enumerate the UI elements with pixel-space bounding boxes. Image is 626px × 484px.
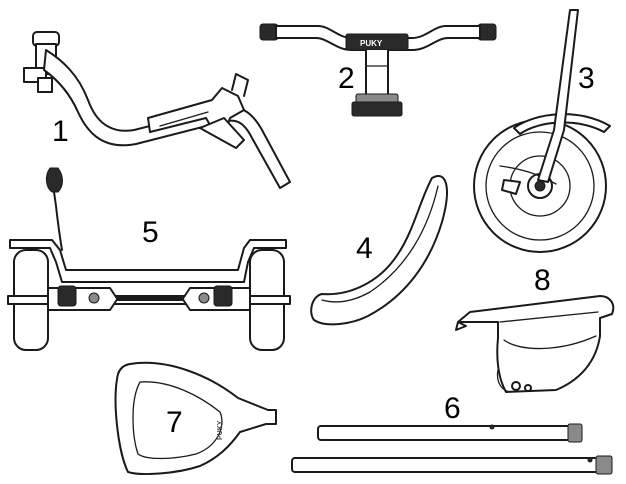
seat-icon [310, 175, 448, 326]
front-wheel-fork-icon [473, 9, 611, 253]
main-frame-icon [23, 31, 291, 189]
part-number-8: 8 [534, 264, 551, 297]
seat-backplate-icon: PUKY [114, 361, 277, 475]
handlebar-icon: PUKY [259, 23, 497, 117]
rod-pair-icon [291, 423, 613, 475]
part-number-4: 4 [356, 232, 373, 265]
part-number-1: 1 [52, 115, 69, 148]
rear-axle-assembly-icon [7, 167, 291, 351]
backplate-brand-label: PUKY [217, 420, 224, 440]
part-number-2: 2 [338, 62, 355, 95]
part-number-6: 6 [444, 392, 461, 425]
handlebar-brand-label: PUKY [360, 39, 383, 48]
mudguard-icon [455, 295, 615, 393]
part-number-5: 5 [142, 216, 159, 249]
part-number-3: 3 [578, 62, 595, 95]
part-number-7: 7 [166, 406, 183, 439]
